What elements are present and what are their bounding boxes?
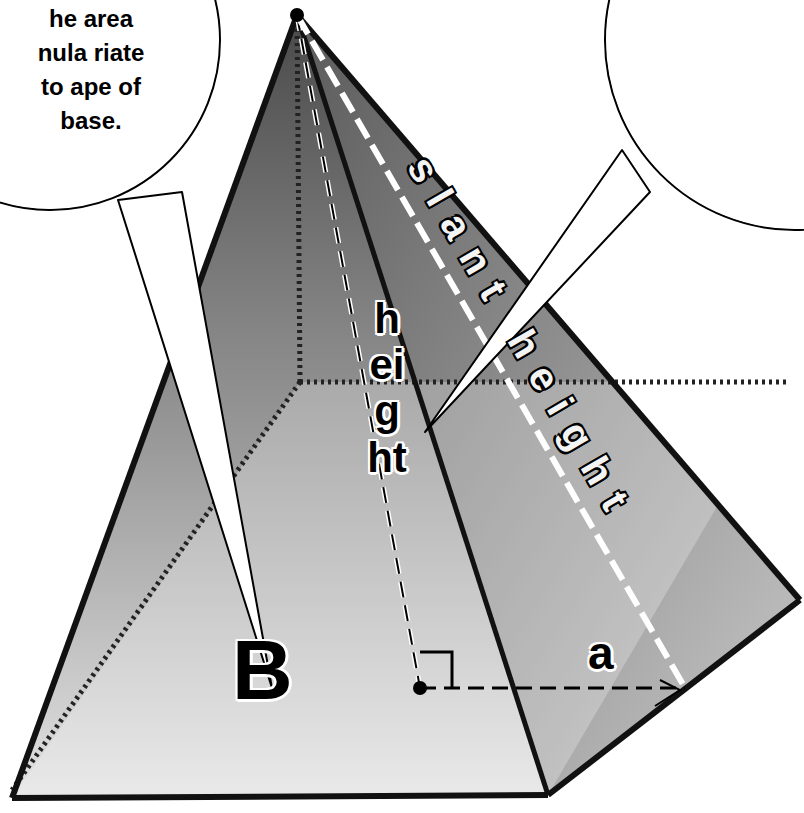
base-area-label: B xyxy=(232,628,293,712)
apothem-line xyxy=(420,687,685,690)
right-angle-mark xyxy=(655,680,680,706)
callout-tail xyxy=(118,192,272,688)
apex-dot xyxy=(290,8,304,22)
callout-bubble xyxy=(0,0,220,210)
height-line xyxy=(297,15,420,688)
callout-bubble-fill xyxy=(0,0,219,209)
center-dot xyxy=(413,681,427,695)
callout-bubble-fill xyxy=(607,0,804,229)
apothem-label: a xyxy=(588,630,614,676)
front-edge xyxy=(297,15,548,795)
right-angle-mark xyxy=(420,652,452,688)
height-label: height xyxy=(366,296,408,481)
callout-text: he area nula riate to ape of base. xyxy=(30,2,152,138)
callout-box: he area nula riate to ape of base. xyxy=(30,2,152,138)
height-line xyxy=(297,15,420,688)
